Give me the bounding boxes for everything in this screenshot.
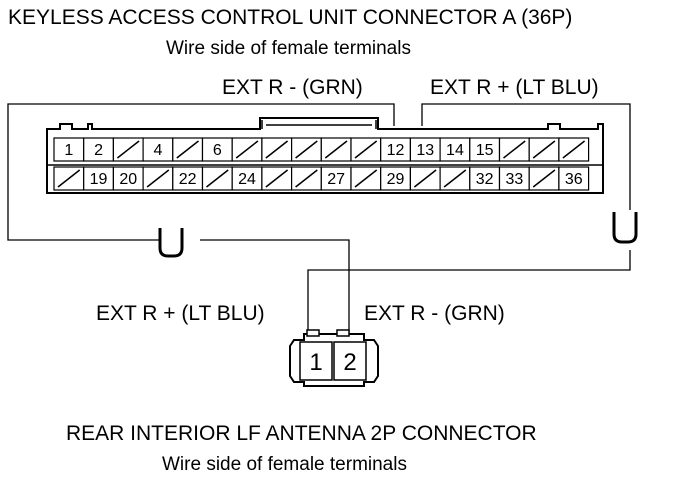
unused-terminal-mark [295,169,318,188]
unused-terminal-mark [503,140,526,159]
terminal-number: 24 [238,171,256,188]
antenna-connector-title: REAR INTERIOR LF ANTENNA 2P CONNECTOR [66,422,537,445]
terminal-number: 13 [416,142,434,159]
unused-terminal-mark [532,140,556,159]
terminal-number: 12 [387,142,405,159]
ext-r-plus-label-top: EXT R + (LT BLU) [430,76,599,99]
terminal-number: 1 [64,142,73,159]
unused-terminal-mark [562,140,586,159]
antenna-pin-2-cell [333,341,367,381]
terminal-number: 33 [505,171,523,188]
unused-terminal-mark [532,169,556,188]
unused-terminal-mark [57,169,81,188]
unused-terminal-mark [265,169,289,188]
wire-break-left-icon [158,228,184,258]
unused-terminal-mark [354,140,378,159]
wire-ext-r-plus-cont [307,250,631,332]
terminal-number: 32 [476,171,494,188]
terminal-number: 15 [476,142,494,159]
unused-terminal-mark [116,140,140,159]
unused-terminal-mark [146,169,170,188]
terminal-number: 6 [213,142,222,159]
wire-ext-r-plus [421,103,631,210]
terminal-number: 22 [179,171,197,188]
antenna-pin-1: 1 [309,349,322,376]
connector-a-title: KEYLESS ACCESS CONTROL UNIT CONNECTOR A … [8,6,572,29]
unused-terminal-mark [206,169,229,188]
unused-terminal-mark [265,140,289,159]
ext-r-minus-label-top: EXT R - (GRN) [222,76,363,99]
unused-terminal-mark [354,169,378,188]
ext-r-plus-label-bottom: EXT R + (LT BLU) [96,302,265,325]
wire-break-right-icon [612,212,638,244]
terminal-number: 2 [94,142,103,159]
terminal-number: 14 [446,142,464,159]
unused-terminal-mark [324,140,348,159]
terminal-number: 27 [327,171,345,188]
antenna-pin-1-cell [299,341,333,381]
antenna-connector-subtitle: Wire side of female terminals [162,454,407,475]
terminal-cell-a-bottom-17 [558,166,590,191]
unused-terminal-mark [413,169,437,188]
antenna-pin-2: 2 [343,349,356,376]
unused-terminal-mark [443,169,467,188]
terminal-number: 36 [565,171,583,188]
unused-terminal-mark [295,140,318,159]
terminal-number: 20 [119,171,137,188]
terminal-number: 19 [90,171,108,188]
unused-terminal-mark [235,140,259,159]
terminal-number: 29 [387,171,405,188]
wires [7,103,631,332]
terminal-number: 4 [153,142,162,159]
ext-r-minus-label-bottom: EXT R - (GRN) [364,302,505,325]
wire-ext-r-minus [7,103,395,241]
antenna-connector: 1 2 [289,329,379,387]
wire-ext-r-minus-cont [200,239,350,332]
unused-terminal-mark [176,140,199,159]
connector-a-subtitle: Wire side of female terminals [166,38,411,59]
